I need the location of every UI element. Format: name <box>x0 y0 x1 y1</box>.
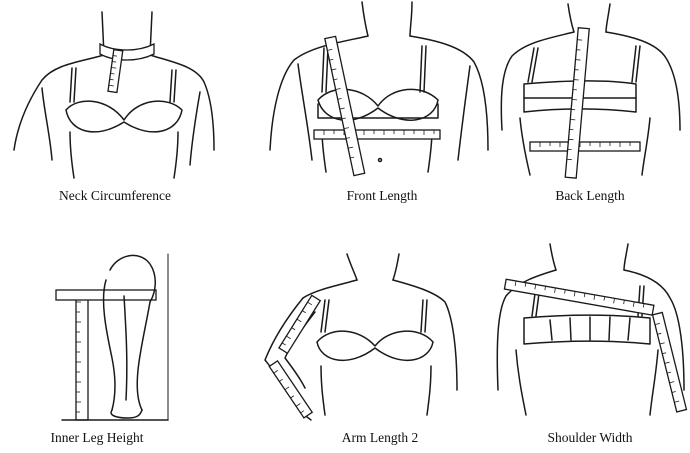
panel-neck-circumference: Neck Circumference <box>0 0 230 215</box>
back-length-tape <box>565 28 589 178</box>
panel-back-length: Back Length <box>490 0 690 215</box>
inner-leg-height-illustration <box>0 240 200 425</box>
panel-inner-leg-height: Inner Leg Height <box>0 240 200 453</box>
back-waist-tape <box>530 142 640 151</box>
panel-arm-length: Arm Length 2 <box>255 240 505 453</box>
arm-length-illustration <box>255 240 505 425</box>
caption-inner-leg-height: Inner Leg Height <box>0 430 197 446</box>
caption-front-length: Front Length <box>262 188 502 204</box>
caption-shoulder-width: Shoulder Width <box>490 430 690 446</box>
panel-front-length: Front Length <box>262 0 502 215</box>
height-stand <box>76 292 88 420</box>
shoulder-tape <box>504 279 653 315</box>
caption-neck-circumference: Neck Circumference <box>0 188 230 204</box>
front-waist-tape <box>314 130 440 139</box>
front-length-tape <box>325 36 365 175</box>
caption-back-length: Back Length <box>490 188 690 204</box>
neck-tape-band <box>100 44 154 60</box>
caption-arm-length: Arm Length 2 <box>255 430 505 446</box>
shoulder-width-illustration <box>490 240 690 425</box>
back-length-illustration <box>490 0 690 180</box>
front-length-illustration <box>262 0 502 180</box>
neck-circumference-illustration <box>0 0 230 180</box>
arm-tape-lower <box>269 361 312 418</box>
panel-shoulder-width: Shoulder Width <box>490 240 690 453</box>
crotch-bar <box>56 290 156 300</box>
